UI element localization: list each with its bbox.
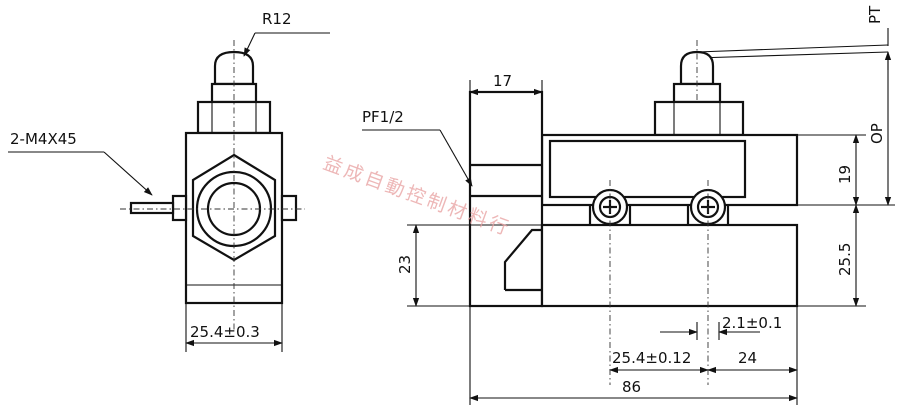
front-screw-shaft <box>129 201 175 215</box>
label-m4x45: 2-M4X45 <box>10 130 77 148</box>
dim-25-5: 25.5 <box>836 243 854 276</box>
dim-19: 19 <box>836 165 854 184</box>
dim-17: 17 <box>493 72 512 90</box>
dim-25-4-front: 25.4±0.3 <box>190 323 260 341</box>
side-inner-panel <box>548 139 747 199</box>
side-top-body <box>540 133 799 207</box>
side-base <box>540 223 799 308</box>
dim-25-4-side: 25.4±0.12 <box>612 349 691 367</box>
label-op: OP <box>868 123 886 144</box>
dim-2-1: 2.1±0.1 <box>722 314 782 332</box>
front-bolt-right <box>280 194 298 222</box>
label-r12: R12 <box>262 10 292 28</box>
label-pt: PT <box>866 5 884 24</box>
front-bolt-left <box>171 194 188 222</box>
dim-86: 86 <box>622 378 641 396</box>
dim-23: 23 <box>396 255 414 274</box>
dim-24: 24 <box>738 349 757 367</box>
side-view: 17 PF1/2 23 19 25.5 OP PT 2.1±0.1 <box>362 5 895 405</box>
side-nut-lower <box>653 100 745 137</box>
front-view: R12 2-M4X45 25.4±0.3 <box>8 10 330 352</box>
label-pf1-2: PF1/2 <box>362 108 404 126</box>
